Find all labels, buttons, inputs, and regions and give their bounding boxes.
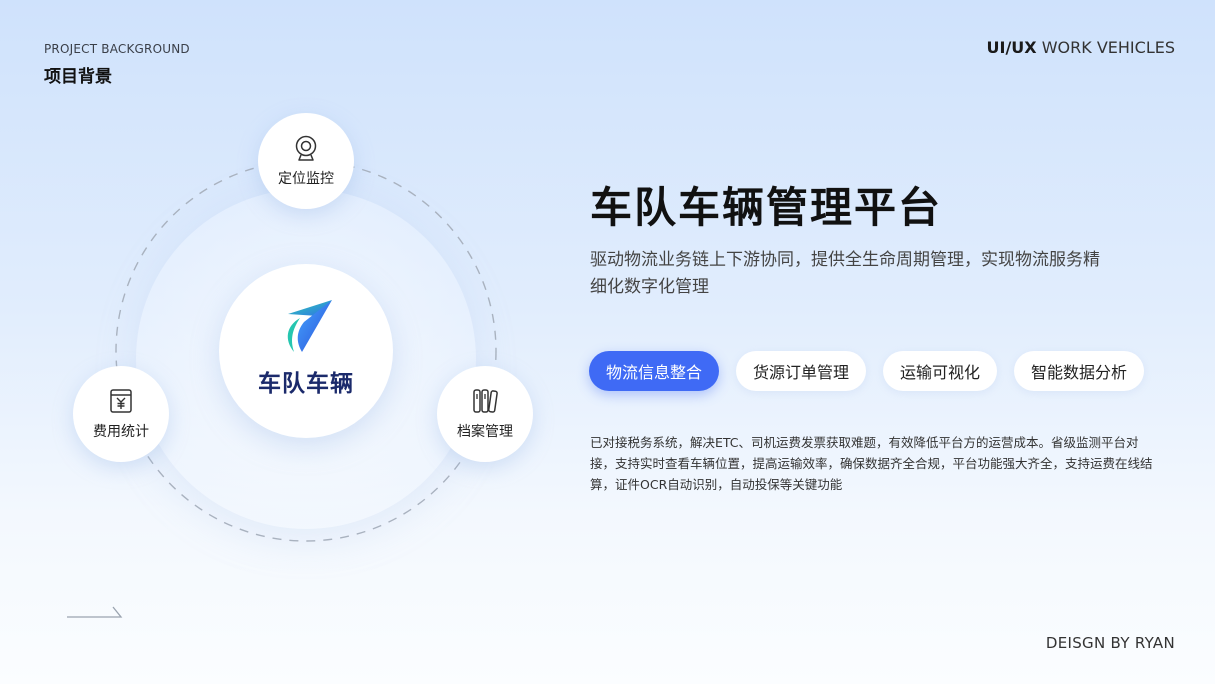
- tag-order-management[interactable]: 货源订单管理: [736, 351, 867, 391]
- node-label: 费用统计: [93, 424, 149, 440]
- feature-diagram: 车队车辆 定位监控 费用统计 档案管理: [60, 100, 560, 560]
- node-location-monitoring: 定位监控: [258, 113, 354, 209]
- center-brand-disc: 车队车辆: [219, 264, 393, 438]
- feature-body-text: 已对接税务系统，解决ETC、司机运费发票获取难题，有效降低平台方的运营成本。省级…: [590, 435, 1153, 492]
- top-right-label: UI/UX WORK VEHICLES: [987, 38, 1175, 57]
- feature-tags: 物流信息整合 货源订单管理 运输可视化 智能数据分析: [589, 351, 1145, 391]
- design-credit: DEISGN BY RYAN: [1045, 634, 1175, 652]
- webcam-icon: [295, 135, 317, 161]
- tag-logistics-info[interactable]: 物流信息整合: [589, 351, 720, 391]
- section-subtitle-en: PROJECT BACKGROUND: [44, 42, 190, 56]
- center-brand-text: 车队车辆: [258, 371, 354, 397]
- tag-transport-visualization[interactable]: 运输可视化: [883, 351, 998, 391]
- top-right-text: WORK VEHICLES: [1041, 38, 1175, 57]
- page-description: 驱动物流业务链上下游协同，提供全生命周期管理，实现物流服务精细化数字化管理: [590, 250, 1100, 297]
- decorative-arrow-icon: [67, 606, 123, 618]
- section-subtitle-cn: 项目背景: [44, 67, 112, 87]
- node-archive-management: 档案管理: [437, 366, 533, 462]
- top-right-bold: UI/UX: [986, 38, 1037, 57]
- dashed-orbit: [115, 160, 497, 542]
- brand-logo-icon: [287, 300, 332, 352]
- node-label: 定位监控: [278, 171, 334, 187]
- yen-receipt-icon: [110, 389, 132, 413]
- node-label: 档案管理: [457, 424, 513, 440]
- archive-binders-icon: [473, 389, 498, 413]
- page-title: 车队车辆管理平台: [590, 183, 943, 232]
- node-cost-statistics: 费用统计: [73, 366, 169, 462]
- tag-data-analysis[interactable]: 智能数据分析: [1014, 351, 1145, 391]
